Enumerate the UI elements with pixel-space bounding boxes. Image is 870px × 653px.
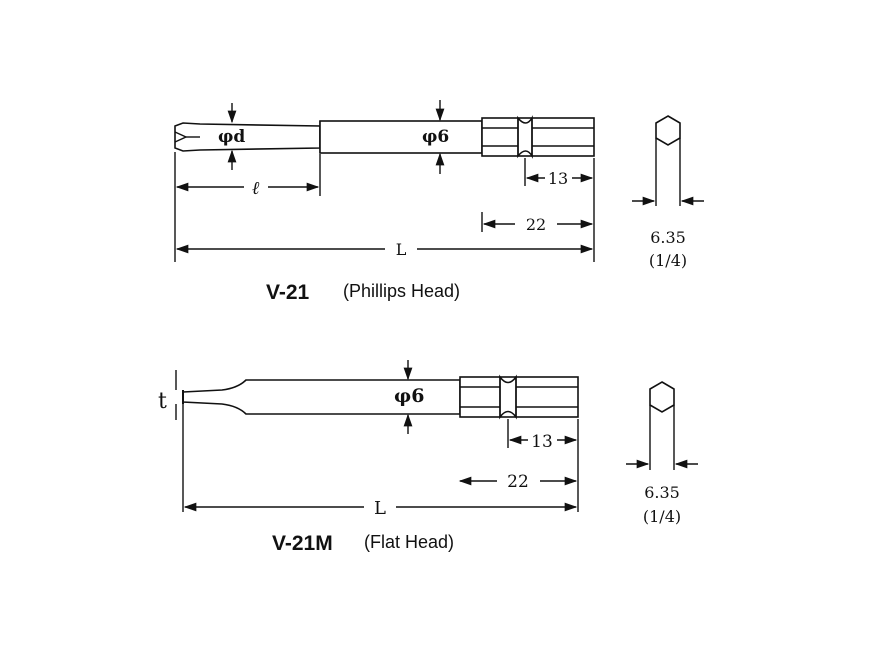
v21m-description-label: (Flat Head) xyxy=(364,532,454,552)
v21-hex-icon xyxy=(655,115,681,146)
v21m-dim-22: 22 xyxy=(507,472,529,492)
v21-dim-22: 22 xyxy=(526,215,546,234)
v21m-drawing: t φ6 13 22 L V-21M (Flat Head) xyxy=(158,360,579,555)
v21m-hex-icon xyxy=(649,381,675,413)
v21m-shank-diameter-label: φ6 xyxy=(394,385,424,407)
v21m-hex-end-view: 6.35 (1/4) xyxy=(626,381,698,526)
v21m-tip-thickness-label: t xyxy=(158,389,167,414)
v21-dim-L: L xyxy=(396,240,407,259)
v21-tip-diameter-label: φd xyxy=(218,127,245,147)
v21-hex-shank xyxy=(481,117,595,157)
v21-model-label: V-21 xyxy=(266,281,310,304)
v21-hex-end-view: 6.35 (1/4) xyxy=(632,115,704,270)
v21-hex-size-label: 6.35 xyxy=(650,228,686,247)
v21m-dim-L: L xyxy=(374,498,386,519)
v21-description-label: (Phillips Head) xyxy=(343,281,460,301)
v21-shank xyxy=(319,120,483,154)
v21m-hex-size-label: 6.35 xyxy=(644,483,680,502)
v21m-dim-13: 13 xyxy=(531,432,553,452)
v21m-hex-shank xyxy=(459,376,579,418)
v21m-model-label: V-21M xyxy=(272,532,333,555)
v21m-hex-size-inch-label: (1/4) xyxy=(643,507,681,526)
v21-drawing: φd φ6 ℓ 13 22 L V-21 (Phillips Head) xyxy=(174,100,595,304)
v21-tip-length-label: ℓ xyxy=(252,178,260,199)
v21-hex-size-inch-label: (1/4) xyxy=(649,251,687,270)
v21-dim-13: 13 xyxy=(548,169,568,188)
v21-shank-diameter-label: φ6 xyxy=(422,127,449,147)
